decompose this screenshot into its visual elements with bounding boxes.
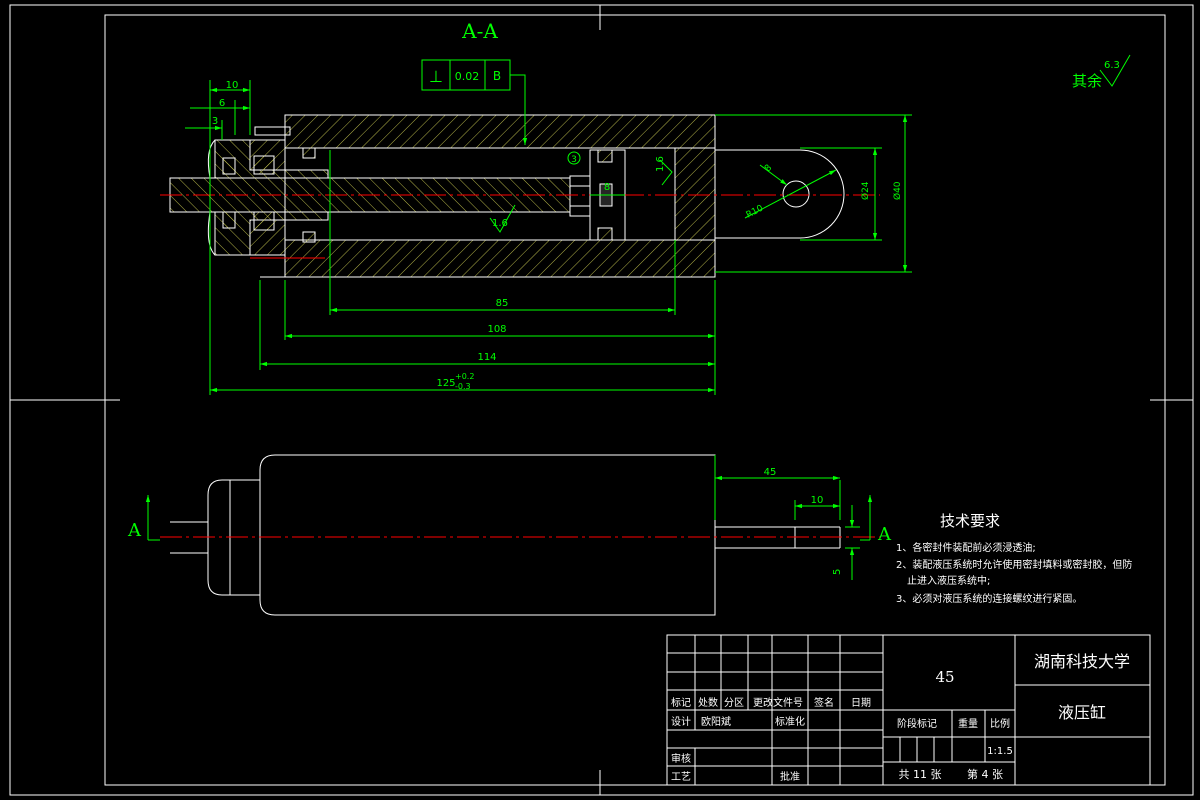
dim-10: 10	[226, 80, 239, 91]
header-count: 处数	[698, 696, 718, 709]
school-name: 湖南科技大学	[1034, 652, 1130, 671]
dim-d24: Ø24	[860, 181, 871, 200]
view-label-left: A	[127, 520, 142, 541]
dim-85: 85	[496, 298, 509, 309]
tolerance-value: 0.02	[455, 70, 480, 83]
note-line-4: 3、必须对液压系统的连接螺纹进行紧固。	[896, 592, 1082, 605]
dim-3: 3	[212, 116, 218, 127]
cylinder-wall-hatch	[284, 114, 716, 278]
title-block-texts: 45 湖南科技大学 液压缸 标记 处数 分区 更改文件号 签名 日期 设计 欧阳…	[671, 652, 1130, 783]
roughness-rest: 其余 6.3	[1072, 54, 1131, 90]
dim-114: 114	[477, 352, 496, 363]
seal-rings	[222, 147, 316, 243]
dimensions-outer	[145, 455, 873, 580]
perpendicularity-symbol: ⊥	[429, 67, 443, 86]
approve-label: 批准	[780, 770, 800, 783]
standardize-label: 标准化	[775, 715, 805, 728]
note-line-1: 1、各密封件装配前必须浸透油;	[896, 541, 1036, 554]
notes-heading: 技术要求	[940, 512, 1000, 530]
design-label: 设计	[671, 715, 691, 728]
dimension-texts-section: 10 6 3 85 108 114 125 +0.2 -0.3 8 8 R10 …	[212, 80, 903, 391]
process-label: 工艺	[671, 771, 691, 783]
callout-number: 3	[571, 155, 577, 165]
sheet-count: 共 11 张	[899, 768, 942, 781]
dim-45: 45	[764, 467, 777, 478]
review-label: 审核	[671, 752, 691, 765]
note-line-3: 止进入液压系统中;	[907, 574, 990, 587]
header-change-doc: 更改文件号	[753, 696, 803, 709]
header-mark: 标记	[671, 697, 691, 709]
scale-label: 比例	[990, 717, 1010, 730]
material: 45	[935, 668, 954, 686]
part-name: 液压缸	[1058, 703, 1106, 722]
header-date: 日期	[851, 697, 871, 709]
roughness-right: 1.6	[655, 156, 673, 186]
dim-125-lower: -0.3	[455, 382, 471, 391]
weight-label: 重量	[958, 717, 978, 730]
dim-108: 108	[487, 324, 506, 335]
title-block	[666, 634, 1151, 786]
note-line-2: 2、装配液压系统时允许使用密封填料或密封胶，但防	[896, 558, 1132, 571]
roughness-rest-value: 6.3	[1104, 60, 1120, 71]
roughness-inner: 1.6	[489, 204, 516, 233]
dim-125: 125	[436, 378, 455, 389]
tolerance-frame: ⊥ 0.02 B	[421, 59, 528, 145]
callout-balloon: 3	[567, 151, 581, 165]
technical-notes: 技术要求 1、各密封件装配前必须浸透油; 2、装配液压系统时允许使用密封填料或密…	[896, 512, 1132, 605]
section-label: A-A	[461, 19, 498, 43]
clevis-lug	[715, 149, 845, 239]
dim-5: 5	[832, 569, 843, 575]
header-zone: 分区	[724, 697, 744, 709]
outer-view	[170, 454, 841, 616]
dim-r10: R10	[745, 203, 766, 220]
dim-d40: Ø40	[892, 181, 903, 200]
stage-label: 阶段标记	[897, 717, 937, 730]
sheet-frame	[9, 4, 1194, 796]
datum-letter: B	[493, 69, 501, 83]
dim-125-upper: +0.2	[455, 372, 474, 381]
designer-name: 欧阳斌	[701, 716, 731, 728]
view-label-right: A	[877, 524, 892, 545]
roughness-right-value: 1.6	[655, 156, 666, 172]
scale-value: 1:1.5	[987, 746, 1013, 757]
dimensions-section	[185, 80, 912, 395]
roughness-rest-label: 其余	[1072, 72, 1102, 90]
dim-10b: 10	[811, 495, 824, 506]
header-signature: 签名	[814, 696, 834, 709]
dimension-texts-outer: 45 10 5 A A	[127, 467, 892, 575]
dim-8: 8	[604, 182, 610, 193]
section-view	[160, 114, 880, 278]
sheet-number: 第 4 张	[967, 767, 1003, 781]
section-outlines	[207, 114, 716, 278]
dim-6: 6	[219, 98, 225, 109]
dim-8b: 8	[763, 163, 774, 174]
roughness-inner-value: 1.6	[492, 218, 508, 229]
